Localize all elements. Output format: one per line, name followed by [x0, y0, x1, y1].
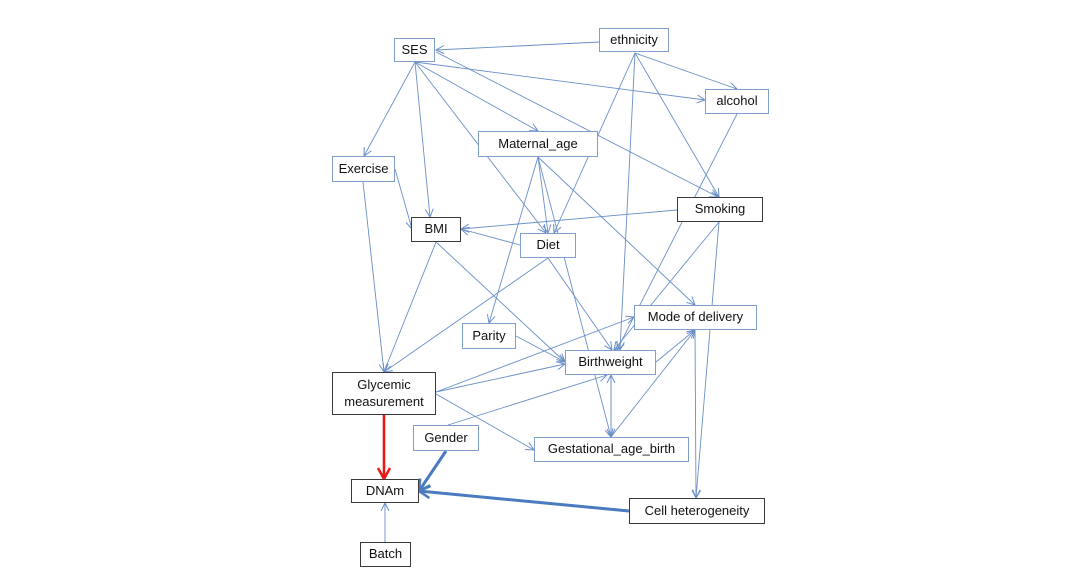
node-ses[interactable]: SES [394, 38, 435, 62]
edge-gender-to-birthweight [447, 375, 607, 426]
node-label: Maternal_age [498, 135, 578, 151]
node-label: Birthweight [578, 354, 643, 370]
edge-maternal-age-to-diet [537, 156, 548, 233]
node-smoking[interactable]: Smoking [677, 197, 763, 222]
node-diet[interactable]: Diet [520, 233, 576, 258]
edge-bmi-to-birthweight [435, 241, 565, 362]
node-mode-of-delivery[interactable]: Mode of delivery [634, 305, 757, 330]
node-label: DNAm [365, 482, 405, 498]
edge-gestational-age-birth-to-mode-of-delivery [610, 330, 695, 438]
edge-ses-to-smoking [435, 51, 718, 197]
node-glycemic-measurement[interactable]: Glycemic measurement [332, 372, 436, 415]
node-bmi[interactable]: BMI [411, 217, 461, 242]
edge-birthweight-to-mode-of-delivery [655, 330, 695, 363]
edge-ethnicity-to-birthweight [620, 52, 636, 350]
node-gestational-age-birth[interactable]: Gestational_age_birth [534, 437, 689, 462]
edge-diet-to-birthweight [547, 257, 612, 350]
node-label: ethnicity [610, 31, 658, 47]
edge-ses-to-alcohol [414, 61, 705, 100]
edge-mode-of-delivery-to-cell-heterogeneity [695, 329, 696, 498]
edge-smoking-to-bmi [461, 209, 678, 229]
node-parity[interactable]: Parity [462, 323, 516, 349]
node-maternal-age[interactable]: Maternal_age [478, 131, 598, 157]
edge-glycemic-to-mode-of-delivery [435, 317, 634, 393]
node-ethnicity[interactable]: ethnicity [599, 28, 669, 52]
edge-smoking-to-birthweight [614, 221, 720, 350]
node-label: Batch [368, 546, 403, 562]
edge-ses-to-exercise [364, 61, 416, 156]
edge-smoking-to-cell-heterogeneity [696, 221, 720, 498]
node-label: Exercise [338, 160, 389, 176]
node-label: Cell heterogeneity [644, 502, 750, 518]
edge-exercise-to-glycemic [362, 181, 384, 372]
edge-bmi-to-glycemic [384, 241, 437, 372]
edge-glycemic-to-gestational-age-birth [435, 393, 534, 450]
edge-exercise-to-bmi [394, 168, 412, 229]
edge-maternal-age-to-gestational-age-birth [537, 156, 611, 437]
node-label: Mode of delivery [647, 309, 744, 325]
node-label: Parity [472, 327, 506, 343]
edge-maternal-age-to-mode-of-delivery [537, 156, 695, 305]
edge-cell-heterogeneity-to-dnam [419, 491, 630, 513]
edge-layer [362, 41, 737, 542]
node-dnam[interactable]: DNAm [351, 479, 419, 503]
node-label: Gender [424, 429, 468, 445]
node-label: SES [401, 41, 428, 57]
edge-maternal-age-to-parity [489, 156, 539, 323]
edge-ses-to-bmi [414, 61, 430, 217]
node-label: Diet [536, 237, 560, 253]
edge-ethnicity-to-smoking [634, 52, 719, 197]
node-cell-heterogeneity[interactable]: Cell heterogeneity [629, 498, 765, 524]
node-alcohol[interactable]: alcohol [705, 89, 769, 114]
edge-glycemic-to-birthweight [435, 364, 565, 393]
edge-gender-to-dnam [419, 450, 448, 491]
edge-parity-to-birthweight [515, 335, 565, 362]
edge-diet-to-glycemic [384, 257, 549, 372]
node-label: Smoking [694, 201, 746, 217]
node-label: BMI [424, 221, 448, 237]
node-exercise[interactable]: Exercise [332, 156, 395, 182]
node-label: Gestational_age_birth [547, 441, 676, 457]
edge-ethnicity-to-alcohol [634, 52, 737, 89]
edge-ethnicity-to-ses [436, 41, 601, 50]
node-batch[interactable]: Batch [360, 542, 411, 567]
edge-diet-to-bmi [461, 229, 521, 246]
node-label: alcohol [716, 93, 758, 109]
node-birthweight[interactable]: Birthweight [565, 350, 656, 375]
node-gender[interactable]: Gender [413, 425, 479, 451]
node-label: Glycemic measurement [344, 377, 424, 409]
edge-ses-to-maternal-age [414, 61, 538, 131]
